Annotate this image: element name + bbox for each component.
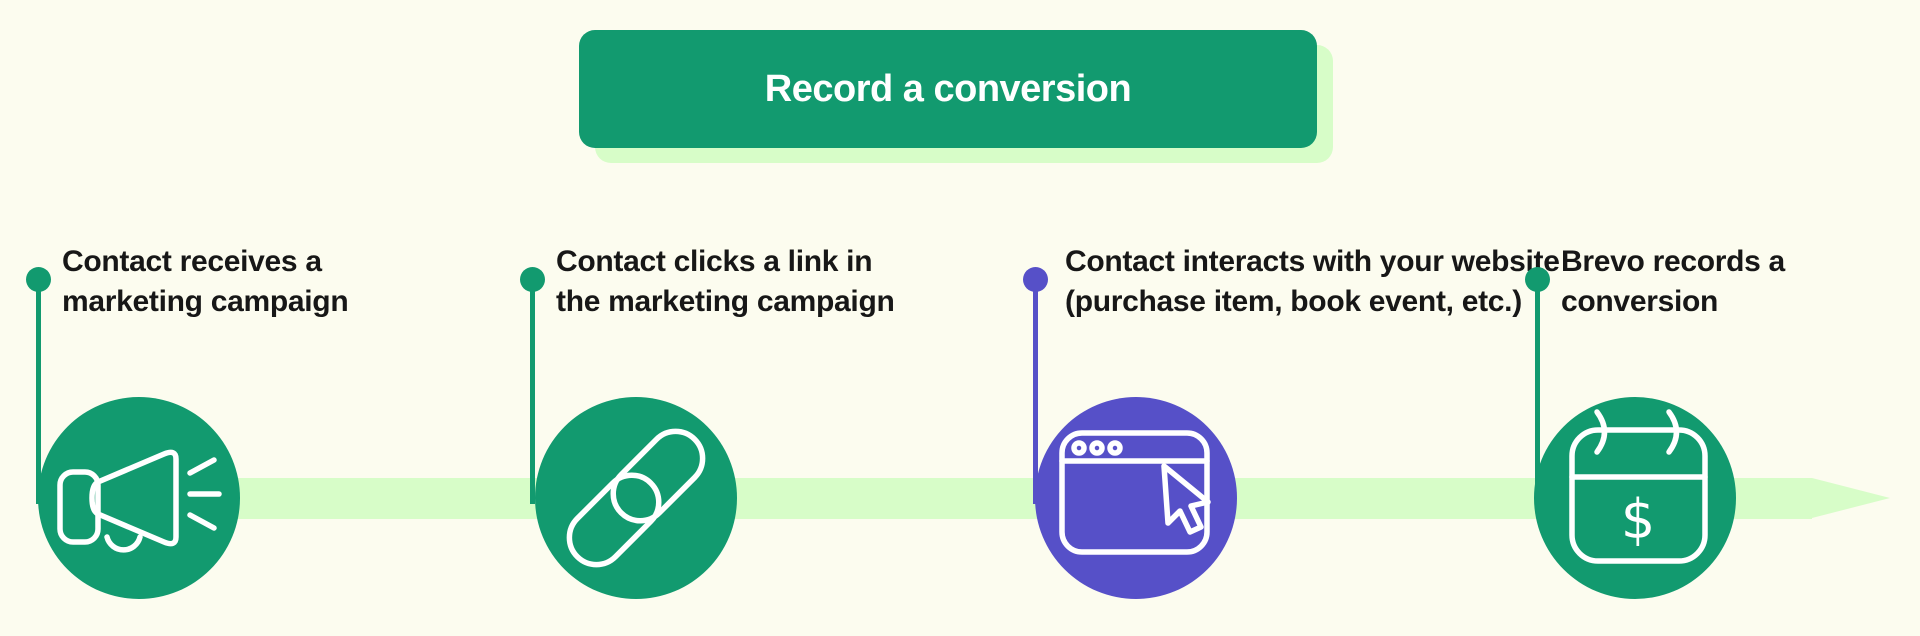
step2-circle <box>535 397 737 599</box>
step4-circle: $ <box>1534 397 1736 599</box>
calendar-dollar-icon: $ <box>1569 409 1708 564</box>
timeline-band <box>139 478 1812 519</box>
step4-label: Brevo records a conversion <box>1561 242 1785 322</box>
step2-dot <box>520 267 545 292</box>
step4-label-line2: conversion <box>1561 285 1719 318</box>
step1-connector-line <box>36 279 41 504</box>
step3-dot <box>1023 267 1048 292</box>
step1-label: Contact receives a marketing campaign <box>62 242 349 322</box>
step4-dot <box>1525 267 1550 292</box>
step3-label: Contact interacts with your website (pur… <box>1065 242 1560 322</box>
diagram-title: Record a conversion <box>764 67 1132 110</box>
step2-label-line2: the marketing campaign <box>556 285 895 318</box>
step4-connector-line <box>1535 279 1540 504</box>
chain-link-icon <box>566 428 706 568</box>
step1-label-line1: Contact receives a <box>62 245 322 278</box>
step3-connector-line <box>1033 279 1038 504</box>
step4-label-line1: Brevo records a <box>1561 245 1785 278</box>
step1-label-line2: marketing campaign <box>62 285 349 318</box>
megaphone-icon <box>57 449 222 553</box>
step2-connector-line <box>530 279 535 504</box>
timeline-arrowhead <box>1812 478 1890 518</box>
step1-circle <box>38 397 240 599</box>
step3-label-line2: (purchase item, book event, etc.) <box>1065 285 1522 318</box>
header-banner: Record a conversion <box>579 30 1317 148</box>
step3-label-line1: Contact interacts with your website <box>1065 245 1560 278</box>
dollar-icon: $ <box>1621 488 1655 551</box>
step3-circle <box>1035 397 1237 599</box>
step2-label: Contact clicks a link in the marketing c… <box>556 242 895 322</box>
step1-dot <box>26 267 51 292</box>
step2-label-line1: Contact clicks a link in <box>556 245 873 278</box>
browser-cursor-icon <box>1059 430 1211 555</box>
